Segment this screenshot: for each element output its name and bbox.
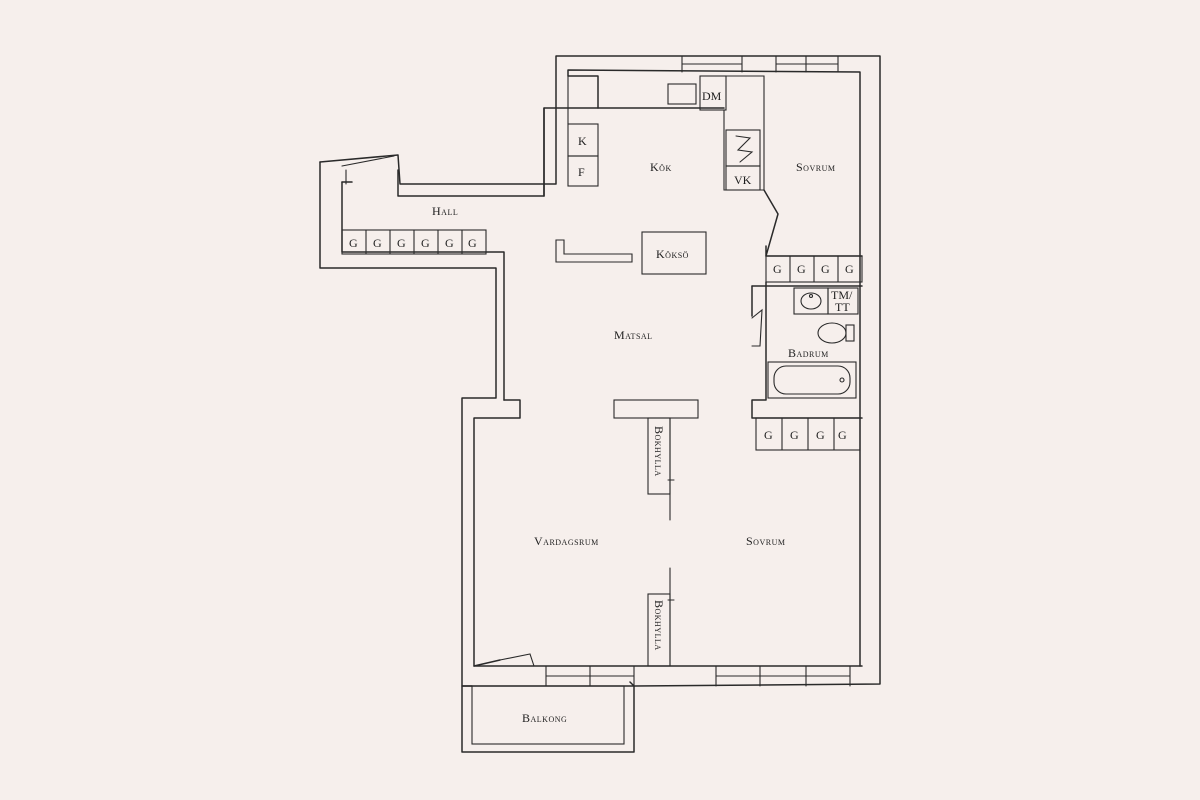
outer-walls bbox=[319, 55, 881, 687]
top-windows bbox=[681, 55, 839, 73]
wardrobe-label: G bbox=[797, 262, 806, 276]
room-label-kok: Kök bbox=[650, 160, 672, 174]
wardrobe-label: G bbox=[838, 428, 847, 442]
balcony bbox=[461, 685, 635, 753]
label-tm: TM/ bbox=[831, 288, 853, 302]
bottom-windows bbox=[545, 665, 851, 687]
wardrobe-label: G bbox=[421, 236, 430, 250]
room-label-balkong: Balkong bbox=[522, 711, 567, 725]
bedroom-wardrobes bbox=[755, 417, 861, 451]
label-vk: VK bbox=[734, 173, 752, 187]
label-dm: DM bbox=[702, 89, 722, 103]
wardrobe-label: G bbox=[397, 236, 406, 250]
balcony-door bbox=[499, 653, 535, 667]
label-bokhylla-upper: Bokhylla bbox=[652, 426, 666, 477]
room-label-vardagsrum: Vardagsrum bbox=[534, 534, 599, 548]
room-label-sovrum-bottom: Sovrum bbox=[746, 534, 785, 548]
wardrobe-label: G bbox=[764, 428, 773, 442]
room-label-sovrum-top: Sovrum bbox=[796, 160, 835, 174]
wardrobe-label: G bbox=[445, 236, 454, 250]
divider-wall bbox=[613, 399, 699, 667]
wardrobe-label: G bbox=[349, 236, 358, 250]
wardrobe-label: G bbox=[816, 428, 825, 442]
label-f: F bbox=[578, 165, 585, 179]
wardrobe-label: G bbox=[468, 236, 477, 250]
label-bokhylla-lower: Bokhylla bbox=[652, 600, 666, 651]
wardrobe-label: G bbox=[821, 262, 830, 276]
kitchen-island bbox=[555, 231, 707, 275]
label-k: K bbox=[578, 134, 587, 148]
entrance-door bbox=[341, 155, 395, 185]
room-label-koksoe: Köksö bbox=[656, 247, 689, 261]
wardrobe-label: G bbox=[790, 428, 799, 442]
label-tt: TT bbox=[835, 300, 850, 314]
room-label-matsal: Matsal bbox=[614, 328, 653, 342]
wardrobe-label: G bbox=[773, 262, 782, 276]
hall-wardrobes bbox=[341, 229, 487, 255]
room-label-badrum: Badrum bbox=[788, 346, 829, 360]
room-label-hall: Hall bbox=[432, 204, 458, 218]
wardrobe-label: G bbox=[373, 236, 382, 250]
wardrobe-label: G bbox=[845, 262, 854, 276]
kitchen-cabinets bbox=[567, 75, 765, 191]
bathroom-fixtures bbox=[767, 287, 859, 399]
